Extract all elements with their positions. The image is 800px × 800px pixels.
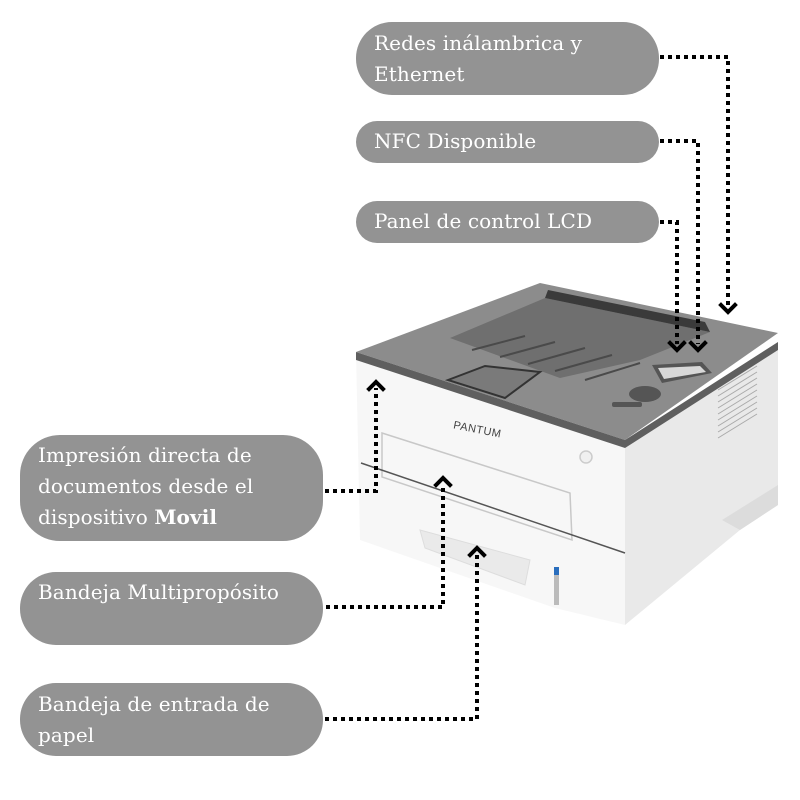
arrow-up-icon: [366, 379, 386, 392]
power-button: [579, 450, 593, 464]
callout-entrada-line2: papel: [38, 723, 95, 747]
connector-entrada: [325, 554, 479, 721]
callout-multiproposito: Bandeja Multipropósito: [20, 572, 323, 645]
connector-impresion: [325, 388, 378, 493]
control-dial: [629, 386, 661, 402]
callout-impresion-line3: dispositivo Movil: [38, 502, 305, 533]
callout-multiproposito-label: Bandeja Multipropósito: [38, 580, 279, 604]
arrow-down-icon: [688, 340, 708, 353]
connector-nfc: [660, 139, 700, 344]
callout-nfc: NFC Disponible: [356, 121, 659, 163]
arrow-down-icon: [667, 340, 687, 353]
arrow-down-icon: [718, 302, 738, 315]
callout-entrada-line1: Bandeja de entrada de: [38, 692, 270, 716]
paper-gauge: [554, 567, 559, 605]
callout-impresion-prefix: dispositivo: [38, 505, 155, 529]
connector-panel: [660, 220, 679, 344]
callout-panel-label: Panel de control LCD: [374, 209, 593, 233]
arrow-up-icon: [467, 545, 487, 558]
callout-nfc-label: NFC Disponible: [374, 129, 537, 153]
connector-redes: [660, 55, 730, 306]
callout-entrada: Bandeja de entrada de papel: [20, 683, 323, 756]
connector-multiproposito: [318, 484, 445, 609]
callout-redes-line2: Ethernet: [374, 62, 465, 86]
callout-panel: Panel de control LCD: [356, 201, 659, 243]
callout-redes: Redes inálambrica y Ethernet: [356, 22, 659, 95]
callout-impresion: Impresión directa de documentos desde el…: [20, 435, 323, 541]
callout-impresion-line2: documentos desde el: [38, 474, 254, 498]
callout-impresion-line1: Impresión directa de: [38, 443, 252, 467]
arrow-up-icon: [433, 475, 453, 488]
callout-redes-line1: Redes inálambrica y: [374, 31, 583, 55]
callout-impresion-bold: Movil: [154, 505, 218, 529]
